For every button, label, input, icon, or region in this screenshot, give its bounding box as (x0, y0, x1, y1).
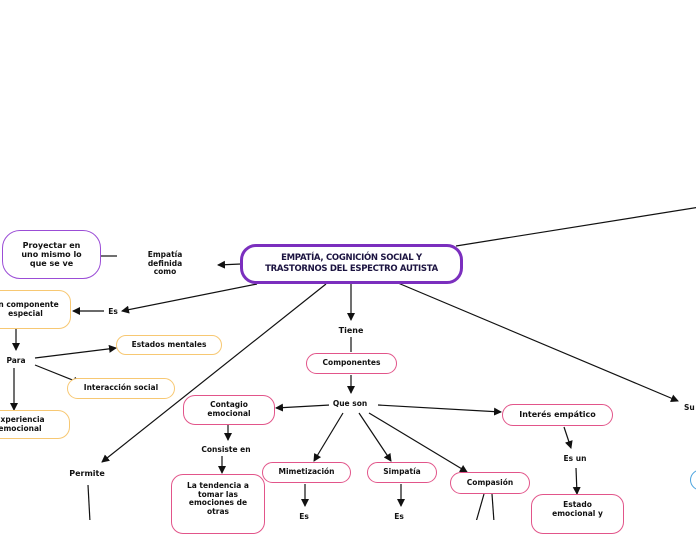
tiene-label: Tiene (335, 326, 367, 336)
simpatia-label: Simpatía (383, 467, 421, 477)
connector-que-son-to-compasion (368, 412, 468, 473)
connector-que-son-to-contagio (275, 403, 331, 412)
proyectar-label: Proyectar en uno mismo lo que se ve (21, 240, 82, 269)
que-son-label: Que son (329, 399, 371, 409)
mimetizacion-label: Mimetización (278, 467, 335, 477)
connector-compasion-down-left (475, 493, 485, 520)
estado-emocional-label: Estado emocional y (552, 500, 603, 518)
contagio-emocional-label: Contagio emocional (207, 400, 251, 418)
interaccion-social-node[interactable]: Interacción social (67, 378, 175, 399)
estado-emocional-node[interactable]: Estado emocional y (531, 494, 624, 534)
connector-main-to-right-top (455, 207, 696, 247)
connector-main-to-es (121, 283, 258, 314)
connector-que-son-to-interes (377, 404, 502, 416)
simpatia-es-label: Es (391, 512, 407, 522)
connector-layer (10, 207, 696, 520)
consiste-en-label: Consiste en (196, 445, 256, 455)
mimetizacion-node[interactable]: Mimetización (262, 462, 351, 483)
interes-empatico-label: Interés empático (519, 410, 596, 420)
componentes-label: Componentes (322, 358, 381, 368)
permite-label: Permite (64, 469, 110, 479)
tendencia-node[interactable]: La tendencia a tomar las emociones de ot… (171, 474, 265, 534)
componente-especial-label: Un componente especial (0, 299, 59, 318)
compasion-node[interactable]: Compasión (450, 472, 530, 494)
componentes-node[interactable]: Componentes (306, 353, 397, 374)
proyectar-node[interactable]: Proyectar en uno mismo lo que se ve (2, 230, 101, 279)
estados-mentales-label: Estados mentales (131, 339, 207, 349)
connector-interes-to-es-un (563, 426, 573, 449)
su-label: Su (684, 403, 695, 412)
connector-main-to-definida (217, 260, 242, 269)
definida-label: Empatía definida como (140, 250, 190, 277)
main-topic-node[interactable]: EMPATÍA, COGNICIÓN SOCIAL Y TRASTORNOS D… (240, 244, 463, 284)
compasion-label: Compasión (466, 477, 514, 487)
connector-main-to-permite (101, 283, 327, 463)
connector-para-to-estados-mentales (34, 344, 117, 359)
experiencia-emocional-node[interactable]: Experiencia emocional (0, 410, 70, 439)
es-un-label: Es un (557, 454, 593, 464)
para-label: Para (6, 356, 26, 365)
interaccion-social-label: Interacción social (83, 383, 159, 393)
connector-permite-down (87, 484, 91, 520)
connector-es-un-to-estado (572, 467, 581, 495)
tendencia-label: La tendencia a tomar las emociones de ot… (186, 481, 249, 516)
contagio-emocional-node[interactable]: Contagio emocional (183, 395, 275, 425)
connector-que-son-to-mimetizacion (313, 412, 344, 462)
es-label: Es (105, 307, 121, 317)
interes-empatico-node[interactable]: Interés empático (502, 404, 613, 426)
main-topic-label: EMPATÍA, COGNICIÓN SOCIAL Y TRASTORNOS D… (265, 252, 438, 274)
componente-especial-node[interactable]: Un componente especial (0, 290, 71, 329)
experiencia-emocional-label: Experiencia emocional (0, 414, 45, 433)
simpatia-node[interactable]: Simpatía (367, 462, 437, 483)
connector-compasion-down-right (491, 493, 495, 520)
connector-main-to-su (397, 282, 679, 402)
estados-mentales-node[interactable]: Estados mentales (116, 335, 222, 355)
mimetizacion-es-label: Es (296, 512, 312, 522)
connector-que-son-to-simpatia (358, 412, 392, 462)
